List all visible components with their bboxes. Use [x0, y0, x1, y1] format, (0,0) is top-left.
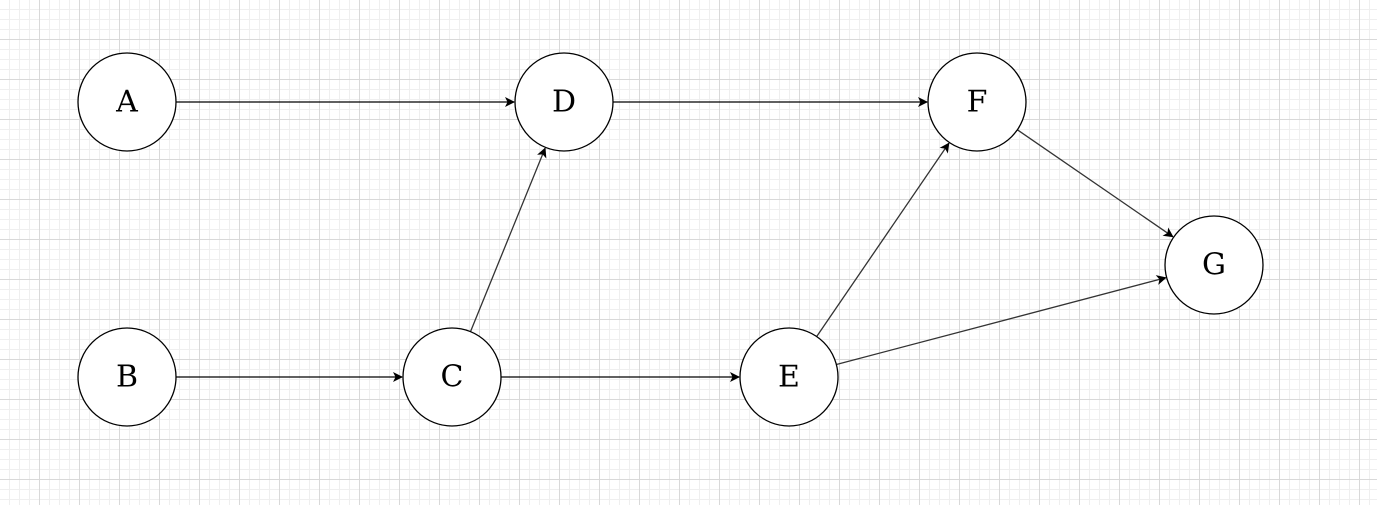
node-f[interactable]: F [927, 52, 1027, 152]
node-d[interactable]: D [514, 52, 614, 152]
edges [176, 97, 1174, 382]
edge-f-to-g[interactable] [1017, 129, 1174, 238]
node-e-circle [739, 327, 839, 427]
node-f-circle [927, 52, 1027, 152]
node-c[interactable]: C [402, 327, 502, 427]
node-d-label: D [552, 85, 576, 120]
node-g-circle [1164, 215, 1264, 315]
node-g[interactable]: G [1164, 215, 1264, 315]
node-c-circle [402, 327, 502, 427]
node-g-label: G [1202, 248, 1226, 283]
edge-c-to-d[interactable] [469, 147, 547, 332]
node-b-circle [77, 327, 177, 427]
node-e-label: E [778, 360, 800, 395]
edge-e-to-f[interactable] [816, 142, 950, 337]
nodes: A B C D E F G [77, 52, 1264, 427]
node-d-circle [514, 52, 614, 152]
edge-e-to-g[interactable] [836, 275, 1167, 366]
node-a-label: A [115, 85, 138, 120]
node-c-label: C [441, 360, 464, 395]
node-e[interactable]: E [739, 327, 839, 427]
node-b-label: B [116, 360, 138, 395]
node-a-circle [77, 52, 177, 152]
node-b[interactable]: B [77, 327, 177, 427]
node-a[interactable]: A [77, 52, 177, 152]
node-f-label: F [967, 85, 988, 120]
